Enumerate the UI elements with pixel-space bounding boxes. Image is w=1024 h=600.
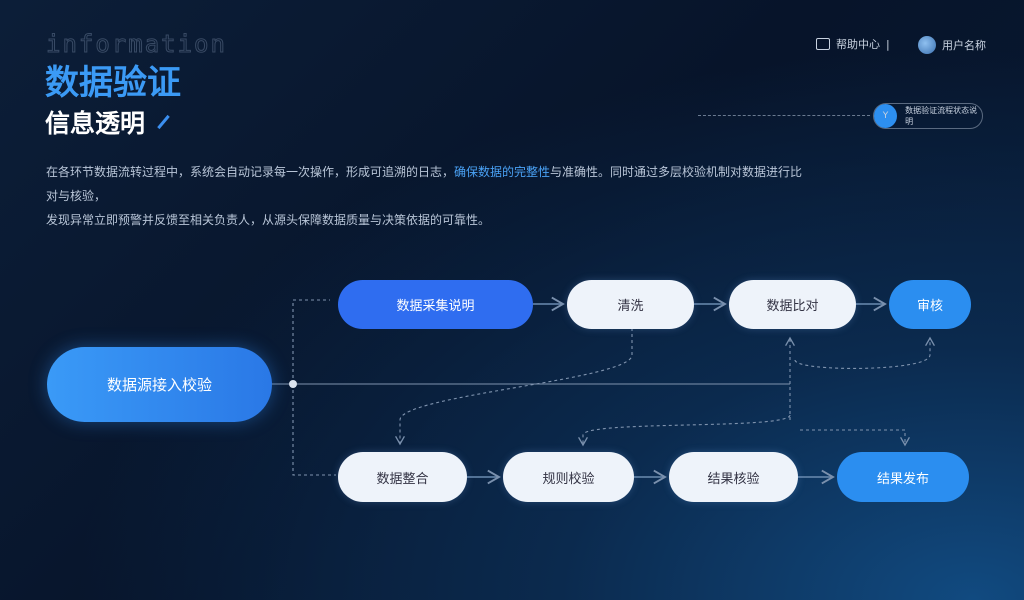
description: 在各环节数据流转过程中，系统会自动记录每一次操作，形成可追溯的日志，确保数据的完… xyxy=(46,160,806,232)
description-text: 与准确性。同时通过多层校验机制对数据进行比对与核验， xyxy=(46,165,803,203)
watermark-text: information xyxy=(46,30,227,59)
avatar xyxy=(918,36,936,54)
help-label: 帮助中心 xyxy=(836,38,880,51)
flow-node[interactable]: 数据比对 xyxy=(729,280,856,329)
chat-box-icon xyxy=(816,38,830,50)
flow-node[interactable]: 结果核验 xyxy=(669,452,798,502)
user-menu[interactable]: 用户名称 xyxy=(918,36,986,54)
status-pill-label: 数据验证流程状态说明 xyxy=(905,106,978,126)
page-subtitle: 信息透明 xyxy=(45,109,146,138)
page-title: 数据验证 xyxy=(45,63,181,103)
dashed-connector xyxy=(578,414,791,447)
dashed-connector xyxy=(292,384,336,476)
junction-dot xyxy=(289,380,297,388)
dashed-connector xyxy=(395,328,633,446)
user-label: 用户名称 xyxy=(942,39,986,52)
status-dot-icon: Y xyxy=(874,104,898,128)
flow-start-node[interactable]: 数据源接入校验 xyxy=(47,347,272,422)
help-center-link[interactable]: 帮助中心 | xyxy=(816,36,890,52)
dashed-connector xyxy=(698,115,870,116)
flow-node[interactable]: 清洗 xyxy=(567,280,694,329)
flow-node[interactable]: 规则校验 xyxy=(503,452,634,502)
flow-node[interactable]: 数据采集说明 xyxy=(338,280,533,329)
description-highlight: 确保数据的完整性 xyxy=(454,165,551,179)
description-text: 发现异常立即预警并反馈至相关负责人，从源头保障数据质量与决策依据的可靠性。 xyxy=(46,213,491,227)
separator: | xyxy=(886,37,890,51)
dashed-connector xyxy=(800,429,910,447)
flow-node[interactable]: 结果发布 xyxy=(837,452,969,502)
description-text: 在各环节数据流转过程中，系统会自动记录每一次操作，形成可追溯的日志， xyxy=(46,165,455,179)
dashed-connector xyxy=(794,336,935,370)
flow-node[interactable]: 审核 xyxy=(889,280,971,329)
flow-node[interactable]: 数据整合 xyxy=(338,452,467,502)
status-pill[interactable]: Y 数据验证流程状态说明 xyxy=(873,103,983,129)
dashed-connector xyxy=(292,299,330,384)
